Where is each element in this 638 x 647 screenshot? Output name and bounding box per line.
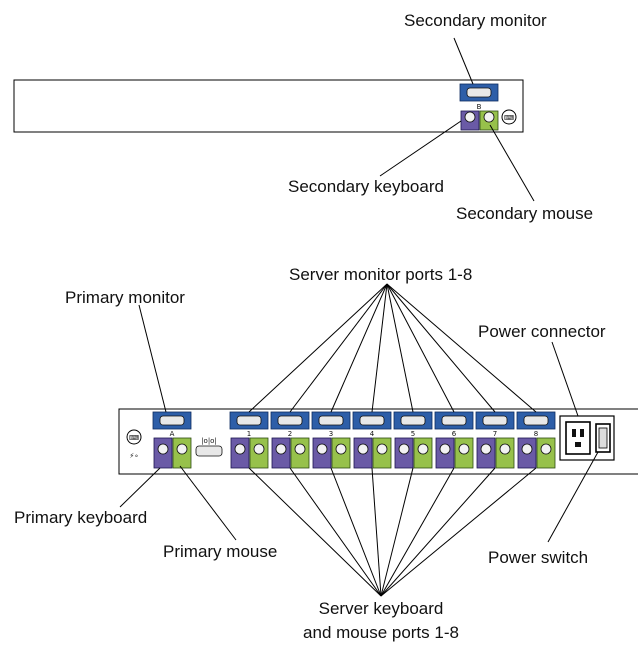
power-switch-icon [595, 423, 611, 453]
server-kbd-mouse-label-line2: and mouse ports 1-8 [303, 623, 459, 642]
server-monitor-leader [371, 283, 388, 413]
secondary-keyboard-leader [379, 120, 462, 177]
server-port-mark: 6 [452, 430, 457, 438]
server-port-5: 5 [393, 411, 433, 469]
server-port-mark: 1 [247, 430, 251, 438]
primary-keyboard-label: Primary keyboard [14, 508, 147, 527]
power-connector-label: Power connector [478, 322, 606, 341]
server-kbd-mouse-leader [248, 467, 382, 597]
server-kbd-mouse-leader [380, 467, 496, 597]
server-ports: 1 2 3 4 5 6 7 8 [229, 411, 556, 469]
server-kbd-mouse-leader [380, 467, 455, 597]
server-kbd-mouse-leader [371, 467, 382, 597]
primary-mouse-label: Primary mouse [163, 542, 277, 561]
power-connector-leader [551, 341, 579, 417]
vga-port-icon: |o|o| [195, 437, 223, 457]
server-port-1: 1 [229, 411, 269, 469]
server-kbd-mouse-leader [380, 467, 414, 597]
server-port-leaders [248, 283, 537, 597]
server-port-4: 4 [352, 411, 392, 469]
server-port-7: 7 [475, 411, 515, 469]
power-switch-label: Power switch [488, 548, 588, 567]
server-monitor-leader [289, 283, 388, 413]
secondary-panel: B ⌨ [13, 79, 524, 133]
secondary-monitor-label: Secondary monitor [404, 11, 547, 30]
server-monitor-ports-label: Server monitor ports 1-8 [289, 265, 472, 284]
primary-monitor-leader [138, 304, 167, 413]
server-monitor-leader [386, 283, 496, 413]
power-switch-leader [547, 451, 599, 543]
server-port-3: 3 [311, 411, 351, 469]
server-kbd-mouse-label-line1: Server keyboard [319, 599, 444, 618]
primary-keyboard-leader [119, 467, 161, 508]
server-monitor-leader [386, 283, 455, 413]
primary-port-group: A [152, 411, 192, 469]
primary-port-mark: A [170, 430, 175, 438]
server-port-6: 6 [434, 411, 474, 469]
primary-monitor-label: Primary monitor [65, 288, 185, 307]
ps2-mouse-keyboard-icon: ⌨ [501, 109, 517, 125]
server-kbd-mouse-leader [380, 467, 537, 597]
server-port-mark: 4 [370, 430, 375, 438]
svg-text:|o|o|: |o|o| [201, 437, 217, 445]
server-monitor-leader [330, 283, 388, 413]
server-port-mark: 2 [288, 430, 292, 438]
primary-panel: ⌨ ⚡∘ A |o|o| 1 2 3 4 5 6 7 8 [118, 408, 638, 475]
server-port-mark: 3 [329, 430, 333, 438]
ps2-mouse-keyboard-icon: ⌨ [126, 429, 142, 445]
primary-mouse-leader [179, 465, 237, 541]
server-port-2: 2 [270, 411, 310, 469]
server-port-8: 8 [516, 411, 556, 469]
secondary-port-mark: B [477, 103, 482, 111]
secondary-keyboard-label: Secondary keyboard [288, 177, 444, 196]
server-port-mark: 5 [411, 430, 415, 438]
server-port-mark: 7 [493, 430, 497, 438]
server-kbd-mouse-leader [289, 467, 382, 597]
secondary-mouse-leader [489, 124, 535, 202]
server-monitor-leader [386, 283, 414, 413]
svg-text:⌨: ⌨ [504, 114, 514, 122]
secondary-monitor-leader [453, 37, 474, 85]
server-monitor-leader [248, 283, 388, 413]
server-port-mark: 8 [534, 430, 538, 438]
server-monitor-leader [386, 283, 537, 413]
secondary-mouse-label: Secondary mouse [456, 204, 593, 223]
server-kbd-mouse-leader [330, 467, 382, 597]
secondary-port-group: B [459, 83, 499, 131]
svg-text:⌨: ⌨ [129, 434, 139, 442]
power-symbol-icon: ⚡∘ [129, 452, 138, 460]
